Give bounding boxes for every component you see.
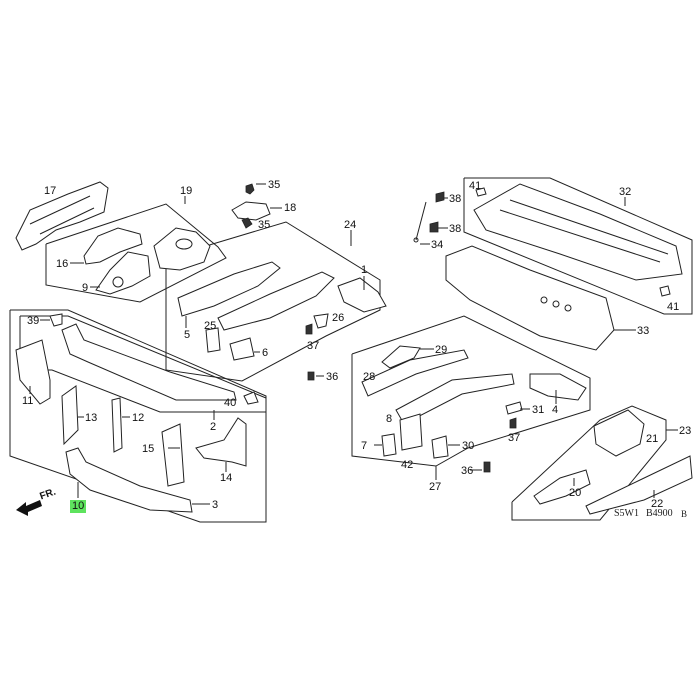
part-callout-21: 21: [646, 433, 659, 445]
part-40: [243, 391, 259, 405]
part-17: [15, 181, 109, 251]
part-callout-35: 35: [268, 179, 281, 191]
part-4: [529, 373, 587, 401]
part-callout-1: 1: [361, 264, 368, 276]
part-callout-20: 20: [569, 487, 582, 499]
part-callout-27: 27: [429, 481, 442, 493]
part-callout-30: 30: [462, 440, 475, 452]
part-21: [593, 409, 645, 457]
part-callout-19: 19: [180, 185, 193, 197]
part-callout-36: 36: [326, 371, 339, 383]
part-6: [229, 337, 255, 361]
part-callout-18: 18: [284, 202, 297, 214]
part-32: [473, 183, 683, 281]
part-callout-10: 10: [70, 500, 87, 513]
leader-lines: [29, 183, 678, 505]
part-callout-13: 13: [85, 412, 98, 424]
part-callout-28: 28: [363, 371, 376, 383]
part-callout-25: 25: [204, 320, 217, 332]
group-outline-19: [45, 203, 227, 303]
part-callout-8: 8: [386, 413, 393, 425]
bolt-38-upper: [435, 191, 445, 203]
part-16: [83, 227, 143, 265]
part-callout-22: 22: [651, 498, 664, 510]
group-outline-24: [165, 221, 381, 382]
part-callout-15: 15: [142, 443, 155, 455]
bolt-36-right: [483, 461, 491, 473]
clip-41-upper: [475, 187, 487, 197]
part-28: [361, 349, 469, 397]
part-callout-31: 31: [532, 404, 545, 416]
part-callout-7: 7: [361, 440, 368, 452]
part-callout-38: 38: [449, 223, 462, 235]
part-callout-23: 23: [679, 425, 692, 437]
bolt-35-upper: [245, 183, 255, 195]
part-callout-35: 35: [258, 219, 271, 231]
part-12: [111, 397, 123, 453]
clip-37: [305, 323, 313, 335]
part-callout-24: 24: [344, 219, 357, 231]
group-outline-27: [351, 315, 591, 467]
part-14: [195, 417, 247, 467]
part-callout-3: 3: [212, 499, 219, 511]
part-callout-17: 17: [44, 185, 57, 197]
part-33: [445, 245, 615, 351]
part-callout-41: 41: [469, 180, 482, 192]
bolt-36: [307, 371, 315, 381]
clip-37-right: [509, 417, 517, 429]
part-callout-42: 42: [401, 459, 414, 471]
part-25: [205, 327, 221, 353]
part-callout-5: 5: [184, 329, 191, 341]
bolt-35-lower: [241, 217, 253, 229]
part-callout-33: 33: [637, 325, 650, 337]
part-24-rail: [217, 271, 335, 331]
part-2: [61, 323, 237, 401]
part-callout-32: 32: [619, 186, 632, 198]
part-31: [505, 401, 523, 415]
part-10: [65, 447, 193, 513]
part-callout-6: 6: [262, 347, 269, 359]
part-callout-11: 11: [22, 395, 34, 407]
part-callout-34: 34: [431, 239, 444, 251]
group-outline-10: [9, 309, 267, 523]
diagram-model-code: S5W1: [614, 508, 639, 519]
part-callout-26: 26: [332, 312, 345, 324]
part-13: [61, 385, 79, 446]
part-39: [49, 313, 63, 327]
bolt-38-lower: [429, 221, 439, 233]
part-7: [381, 433, 397, 457]
part-callout-36: 36: [461, 465, 474, 477]
part-8: [399, 413, 423, 451]
part-callout-12: 12: [132, 412, 145, 424]
part-callout-4: 4: [552, 404, 559, 416]
clip-41-lower: [659, 285, 671, 297]
part-callout-2: 2: [210, 421, 217, 433]
part-callout-37: 37: [307, 340, 320, 352]
part-18: [231, 201, 271, 221]
part-15: [161, 423, 185, 487]
part-20: [533, 469, 591, 505]
diagram-ref-suffix: B: [681, 509, 688, 519]
part-5: [177, 261, 281, 317]
group-outline-32: [463, 177, 693, 315]
part-callout-16: 16: [56, 258, 69, 270]
part-1: [337, 277, 387, 313]
part-9: [95, 251, 151, 295]
part-22: [585, 455, 693, 515]
rod-34: [415, 201, 427, 241]
part-callout-39: 39: [27, 315, 40, 327]
part-callout-37: 37: [508, 432, 521, 444]
part-callout-38: 38: [449, 193, 462, 205]
part-26: [313, 313, 329, 329]
front-direction-arrow-icon: [16, 500, 42, 516]
part-29: [381, 345, 421, 369]
part-callout-29: 29: [435, 344, 448, 356]
part-30: [431, 435, 449, 459]
part-callout-9: 9: [82, 282, 89, 294]
part-callout-41: 41: [667, 301, 680, 313]
part-callout-14: 14: [220, 472, 233, 484]
part-11: [15, 339, 51, 405]
diagram-ref-code: B4900: [646, 508, 673, 519]
part-callout-40: 40: [224, 397, 237, 409]
